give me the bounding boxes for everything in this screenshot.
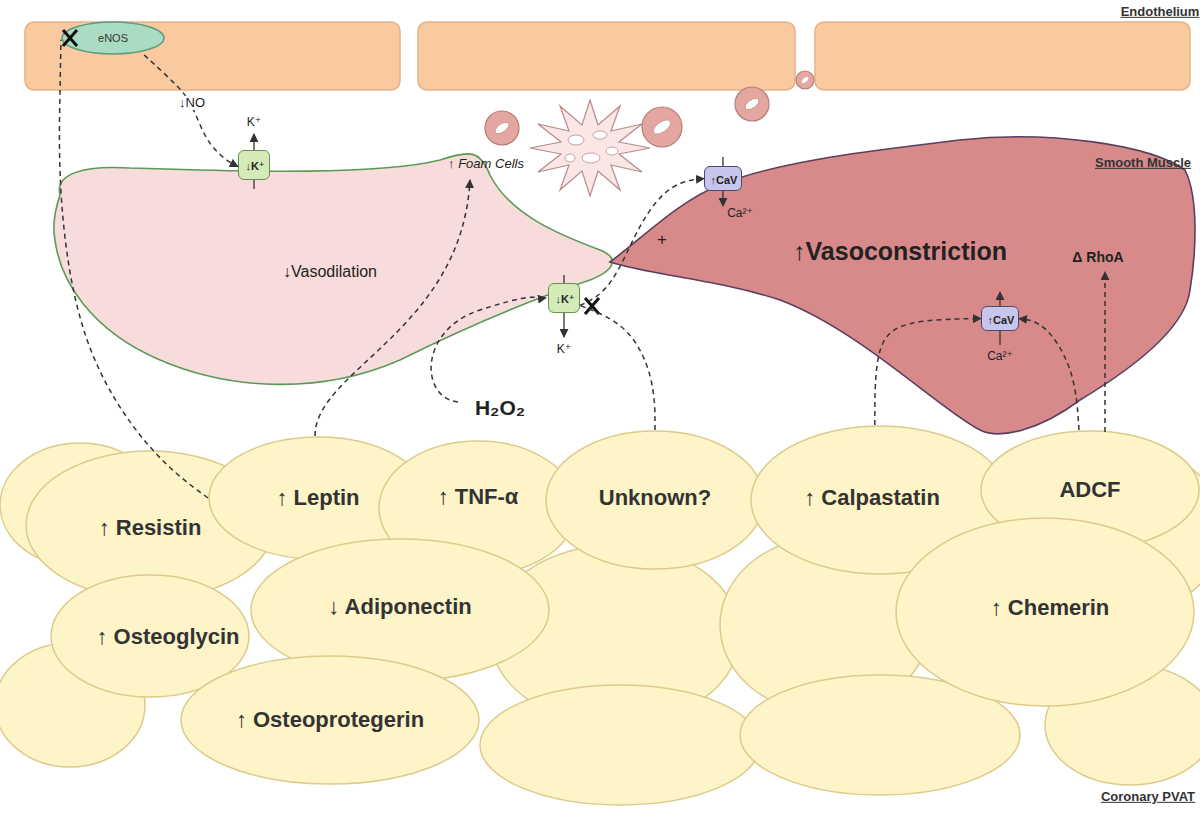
- enzyme-ellipse: eNOS: [61, 21, 165, 55]
- channel-stub: [722, 157, 723, 166]
- endothelial-cell: [25, 22, 400, 90]
- adipocyte: ↑ Chemerin: [895, 517, 1195, 707]
- adipocyte: [480, 685, 760, 805]
- leader-line: [431, 297, 546, 402]
- dashed-connector: [59, 40, 208, 498]
- node-text: ADCF: [1059, 478, 1120, 502]
- red-blood-cell-center: [801, 76, 810, 84]
- potassium-channel: ↓K⁺: [548, 283, 580, 313]
- node-text: eNOS: [98, 32, 128, 44]
- endothelial-cell: [815, 22, 1190, 90]
- text-label: Coronary PVAT: [1101, 790, 1195, 804]
- dashed-connector: [144, 55, 238, 167]
- node-text: ↑CaV: [711, 173, 738, 185]
- lipid-droplet: [565, 154, 575, 162]
- dashed-connector: [580, 306, 655, 431]
- red-blood-cell: [735, 87, 769, 121]
- channel-stub: [563, 275, 564, 283]
- calcium-channel: ↑CaV: [981, 306, 1019, 331]
- node-text: ↑ Osteoglycin: [96, 625, 239, 649]
- text-label: Endothelium: [1121, 5, 1200, 19]
- text-label: ↑ Foam Cells: [448, 157, 524, 171]
- smooth-muscle-cell: ↓Vasodilation ↓K⁺ ↓K⁺: [45, 145, 615, 390]
- node-text: ↑Vasoconstriction: [793, 238, 1007, 266]
- node-text: ↑ Resistin: [99, 516, 202, 540]
- lipid-droplet: [606, 147, 618, 155]
- dashed-connector: [1019, 319, 1079, 431]
- text-label: Ca²⁺: [727, 207, 753, 220]
- red-blood-cell-center: [493, 120, 511, 136]
- ion-flow-arrow: [999, 292, 1000, 306]
- leader-line: [315, 180, 470, 436]
- node-text: ↑CaV: [988, 313, 1015, 325]
- smooth-muscle-cell-shape: [54, 154, 613, 385]
- lipid-droplet: [568, 135, 584, 145]
- dashed-connector: [580, 179, 704, 306]
- leader-line: [1104, 272, 1106, 432]
- enzyme-ellipse-shape: [62, 22, 164, 54]
- adipocyte: Unknown?: [545, 430, 765, 570]
- calcium-channel: ↑CaV: [704, 166, 742, 191]
- node-text: ↑ Calpastatin: [804, 486, 940, 510]
- smooth-muscle-cell-outline: [600, 130, 1200, 445]
- red-blood-cell-center: [743, 96, 761, 112]
- adipocyte-shape: [896, 518, 1194, 706]
- smooth-muscle-cell-shape: [610, 137, 1195, 434]
- ion-flow-arrow: [722, 191, 723, 206]
- smooth-muscle-cell: ↑Vasoconstriction ↑CaV ↑CaV: [600, 130, 1200, 445]
- text-label: K⁺: [247, 116, 261, 129]
- channel-stub: [253, 180, 254, 189]
- red-blood-cell: [485, 111, 519, 145]
- dashed-connector: [875, 319, 981, 426]
- adipocyte: ↑ Osteoprotegerin: [180, 655, 480, 785]
- red-blood-cell: [796, 71, 814, 89]
- node-text: ↑ Chemerin: [991, 596, 1110, 620]
- node-text: ↓K⁺: [555, 293, 574, 305]
- text-label: Δ RhoA: [1072, 250, 1123, 265]
- text-label: K⁺: [557, 343, 571, 356]
- ion-flow-arrow: [253, 134, 254, 150]
- node-text: ↑ TNF-α: [438, 485, 519, 509]
- text-label: H₂O₂: [475, 396, 525, 419]
- edge-label: ↓NO: [177, 96, 207, 110]
- adipocyte-shape: [181, 656, 479, 784]
- inhibition-cross: [63, 30, 77, 46]
- adipocyte-shape: [546, 431, 764, 569]
- endothelial-cell: [418, 22, 795, 90]
- ion-flow-arrow: [563, 313, 564, 337]
- potassium-channel: ↓K⁺: [238, 150, 270, 180]
- node-text: ↓ Adiponectin: [328, 595, 471, 619]
- red-blood-cell-center: [651, 117, 673, 137]
- node-text: ↓Vasodilation: [283, 263, 377, 281]
- inhibition-cross: [585, 298, 599, 314]
- foam-cell: [530, 100, 650, 196]
- text-label: Smooth Muscle: [1095, 156, 1191, 170]
- lipid-droplet: [582, 153, 600, 163]
- node-text: ↓K⁺: [245, 160, 264, 172]
- channel-stub: [999, 331, 1000, 345]
- node-text: ↑ Leptin: [276, 486, 359, 510]
- node-text: Unknown?: [599, 486, 711, 510]
- red-blood-cell: [642, 107, 682, 147]
- text-label: Ca²⁺: [987, 350, 1013, 363]
- node-text: ↑ Osteoprotegerin: [236, 708, 424, 732]
- lipid-droplet: [593, 131, 607, 139]
- edge-label: +: [655, 231, 669, 250]
